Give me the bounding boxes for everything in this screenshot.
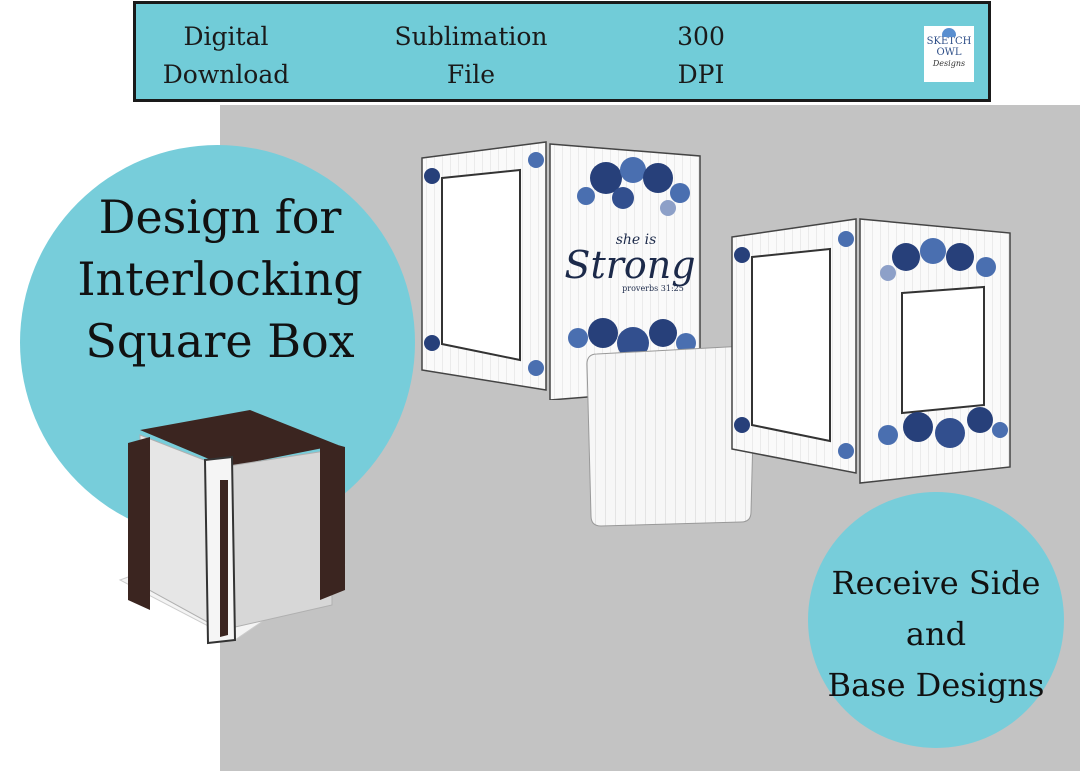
banner-digital-download: Digital Download — [146, 18, 306, 94]
secondary-title-line: Base Designs — [827, 666, 1045, 704]
banner-text: Digital — [183, 22, 269, 51]
secondary-title: Receive Side and Base Designs — [818, 558, 1054, 711]
main-title-line: Design for — [98, 190, 342, 244]
side-panel-set-left: she is Strong proverbs 31:25 — [421, 141, 701, 400]
logo-text: Designs — [932, 59, 966, 68]
flower-cluster — [878, 407, 1008, 448]
flower-cluster — [880, 238, 996, 281]
banner-dpi: 300 DPI — [641, 18, 761, 94]
info-banner: Digital Download Sublimation File 300 DP… — [133, 1, 991, 102]
sketch-owl-logo: SKETCH OWL Designs — [924, 26, 974, 82]
box-photo — [118, 410, 347, 645]
logo-text: SKETCH — [926, 36, 972, 47]
owl-icon — [942, 28, 956, 37]
banner-text: Download — [162, 60, 290, 89]
banner-sublimation-file: Sublimation File — [386, 18, 556, 94]
logo-text: OWL — [936, 47, 962, 58]
info-circle — [808, 492, 1064, 748]
panel-text-verse: proverbs 31:25 — [622, 284, 684, 293]
flower-cluster — [568, 318, 696, 372]
panel-text-she-is: she is — [616, 232, 657, 248]
side-panel-set-right — [731, 218, 1011, 484]
banner-text: File — [446, 60, 496, 89]
flower-cluster — [577, 157, 690, 216]
main-title-line: Interlocking — [77, 252, 363, 306]
banner-text: Sublimation — [394, 22, 548, 51]
main-title: Design for Interlocking Square Box — [40, 186, 400, 372]
banner-text: DPI — [677, 60, 725, 89]
secondary-title-line: and — [905, 615, 967, 653]
main-title-line: Square Box — [85, 314, 355, 368]
secondary-title-line: Receive Side — [831, 564, 1041, 602]
banner-text: 300 — [677, 22, 725, 51]
panel-text-strong: Strong — [564, 243, 695, 287]
